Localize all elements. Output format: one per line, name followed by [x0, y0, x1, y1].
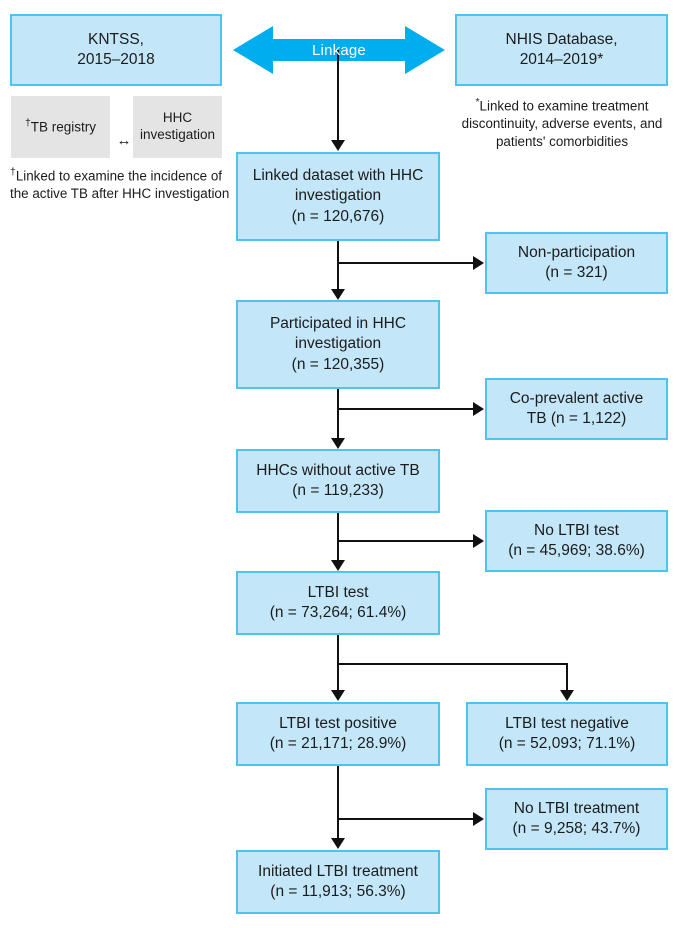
connector-positive-to-initiated	[337, 766, 339, 840]
arrowhead-non-participation	[473, 256, 484, 270]
arrowhead-linkage-to-linked-dataset	[331, 140, 345, 151]
arrowhead-positive-to-initiated	[331, 838, 345, 849]
connector-split-to-negative	[337, 663, 568, 665]
linkage-double-arrow: Linkage	[233, 22, 445, 78]
node-line: TB (n = 1,122)	[526, 410, 627, 427]
node-line: Non-participation	[517, 243, 636, 261]
linkage-label: Linkage	[312, 41, 366, 59]
node-line: (n = 21,171; 28.9%)	[269, 735, 407, 752]
hhc-investigation-line-1: HHC	[162, 110, 193, 126]
node-line: investigation	[294, 335, 382, 353]
node-line: (n = 119,233)	[292, 482, 384, 499]
node-no-ltbi-test: No LTBI test (n = 45,969; 38.6%)	[485, 510, 668, 572]
hhc-investigation-line-2: investigation	[139, 127, 216, 142]
node-line: LTBI test	[307, 583, 369, 601]
arrowhead-hhcs-to-ltbi-test	[331, 560, 345, 571]
node-ltbi-test-negative: LTBI test negative (n = 52,093; 71.1%)	[466, 702, 668, 766]
kntss-line-1: KNTSS,	[88, 30, 144, 48]
node-line: (n = 52,093; 71.1%)	[498, 735, 636, 752]
node-line: (n = 120,676)	[291, 207, 385, 225]
arrowhead-no-ltbi-test	[473, 534, 484, 548]
node-hhcs-without-active-tb: HHCs without active TB (n = 119,233)	[236, 449, 440, 513]
node-line: No LTBI test	[534, 521, 619, 539]
node-non-participation: Non-participation (n = 321)	[485, 232, 668, 294]
node-line: investigation	[294, 187, 382, 205]
kntss-line-2: 2015–2018	[77, 51, 155, 68]
connector-linked-to-participated	[337, 241, 339, 292]
node-line: (n = 321)	[545, 264, 608, 281]
node-line: Linked dataset with HHC	[252, 167, 424, 185]
node-line: (n = 11,913; 56.3%)	[270, 883, 406, 900]
node-line: (n = 9,258; 43.7%)	[512, 820, 641, 837]
nhis-line-1: NHIS Database,	[505, 30, 618, 48]
node-participated: Participated in HHC investigation (n = 1…	[236, 300, 440, 389]
connector-branch-co-prevalent	[337, 408, 475, 410]
arrowhead-participated-to-hhcs	[331, 438, 345, 449]
node-no-ltbi-treatment: No LTBI treatment (n = 9,258; 43.7%)	[485, 788, 668, 850]
connector-linkage-to-linked-dataset	[337, 50, 339, 142]
source-box-kntss: KNTSS, 2015–2018	[10, 14, 222, 86]
connector-branch-no-ltbi-test	[337, 540, 475, 542]
node-line: (n = 120,355)	[291, 355, 385, 373]
tb-registry-label: †TB registry	[24, 117, 97, 135]
connector-drop-to-negative	[566, 663, 568, 692]
node-line: Initiated LTBI treatment	[258, 862, 418, 880]
linkage-arrow-shape	[233, 26, 445, 74]
node-linked-dataset: Linked dataset with HHC investigation (n…	[236, 152, 440, 241]
connector-branch-non-participation	[337, 262, 475, 264]
arrowhead-co-prevalent	[473, 402, 484, 416]
node-line: Participated in HHC	[269, 315, 407, 333]
node-line: LTBI test positive	[279, 714, 397, 732]
bidirectional-link-icon: ↔	[116, 132, 132, 149]
sub-box-hhc-investigation: HHC investigation	[133, 96, 222, 158]
node-line: HHCs without active TB	[256, 461, 420, 479]
node-ltbi-test: LTBI test (n = 73,264; 61.4%)	[236, 571, 440, 635]
connector-branch-no-ltbi-treatment	[337, 818, 475, 820]
sub-box-tb-registry: †TB registry	[11, 96, 110, 158]
connector-participated-to-hhcs	[337, 389, 339, 441]
nhis-line-2: 2014–2019*	[519, 51, 604, 68]
node-line: LTBI test negative	[505, 714, 629, 732]
node-co-prevalent-active-tb: Co-prevalent active TB (n = 1,122)	[485, 378, 668, 440]
node-line: (n = 45,969; 38.6%)	[508, 542, 645, 559]
node-line: (n = 73,264; 61.4%)	[269, 604, 407, 621]
arrowhead-ltbi-test-negative	[560, 690, 574, 701]
node-line: No LTBI treatment	[513, 799, 640, 817]
arrowhead-no-ltbi-treatment	[473, 812, 484, 826]
node-line: Co-prevalent active	[509, 389, 644, 407]
right-footnote: *Linked to examine treatment discontinui…	[461, 97, 663, 150]
node-ltbi-test-positive: LTBI test positive (n = 21,171; 28.9%)	[236, 702, 440, 766]
source-box-nhis: NHIS Database, 2014–2019*	[455, 14, 668, 86]
arrowhead-ltbi-test-positive	[331, 690, 345, 701]
left-footnote: †Linked to examine the incidence of the …	[10, 167, 230, 202]
arrowhead-linked-to-participated	[331, 289, 345, 300]
node-initiated-ltbi-treatment: Initiated LTBI treatment (n = 11,913; 56…	[236, 850, 440, 914]
connector-hhcs-to-ltbi-test	[337, 513, 339, 563]
